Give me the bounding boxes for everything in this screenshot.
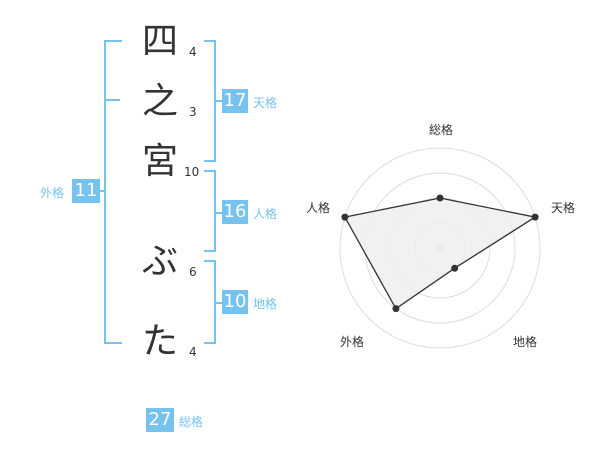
axis-label-jinkaku: 人格 bbox=[306, 200, 330, 215]
tenkaku-bracket bbox=[204, 40, 216, 162]
stroke-count-3: 10 bbox=[184, 165, 200, 179]
chikaku-value: 10 bbox=[222, 290, 248, 314]
stroke-count-4: 6 bbox=[189, 265, 197, 279]
soukaku-label: 総格 bbox=[179, 415, 204, 429]
gaikaku-label: 外格 bbox=[40, 186, 65, 200]
name-char-1: 四 bbox=[142, 21, 179, 62]
stroke-count-2: 3 bbox=[189, 105, 197, 119]
gaikaku-value: 11 bbox=[72, 179, 100, 203]
radar-ring-4 bbox=[339, 147, 541, 349]
radar-point-3 bbox=[451, 264, 459, 272]
radar-data-area bbox=[343, 197, 537, 310]
tenkaku-connector bbox=[216, 100, 222, 102]
radar-point-5 bbox=[341, 213, 349, 221]
name-char-4: ぶ bbox=[142, 241, 179, 282]
jinkaku-connector bbox=[216, 212, 222, 214]
chikaku-label: 地格 bbox=[253, 297, 278, 311]
name-char-5: た bbox=[142, 321, 179, 362]
jinkaku-value: 16 bbox=[222, 200, 248, 224]
gaikaku-bracket-tick bbox=[106, 99, 120, 101]
stroke-count-1: 4 bbox=[189, 45, 197, 59]
chikaku-bracket bbox=[204, 260, 216, 344]
radar-point-4 bbox=[392, 305, 400, 313]
stroke-count-5: 4 bbox=[189, 345, 197, 359]
name-char-2: 之 bbox=[142, 81, 179, 122]
gaikaku-bracket bbox=[104, 40, 122, 344]
name-char-3: 宮 bbox=[142, 141, 179, 182]
soukaku-value: 27 bbox=[146, 408, 174, 432]
radar-point-1 bbox=[436, 194, 444, 202]
jinkaku-label: 人格 bbox=[253, 207, 278, 221]
axis-label-gaikaku: 外格 bbox=[340, 334, 364, 349]
jinkaku-bracket bbox=[204, 170, 216, 252]
axis-label-tenkaku: 天格 bbox=[551, 200, 575, 215]
axis-label-soukaku: 総格 bbox=[429, 122, 453, 137]
tenkaku-value: 17 bbox=[222, 89, 248, 113]
chikaku-connector bbox=[216, 302, 222, 304]
radar-point-2 bbox=[531, 213, 539, 221]
axis-label-chikaku: 地格 bbox=[513, 334, 537, 349]
tenkaku-label: 天格 bbox=[253, 96, 278, 110]
